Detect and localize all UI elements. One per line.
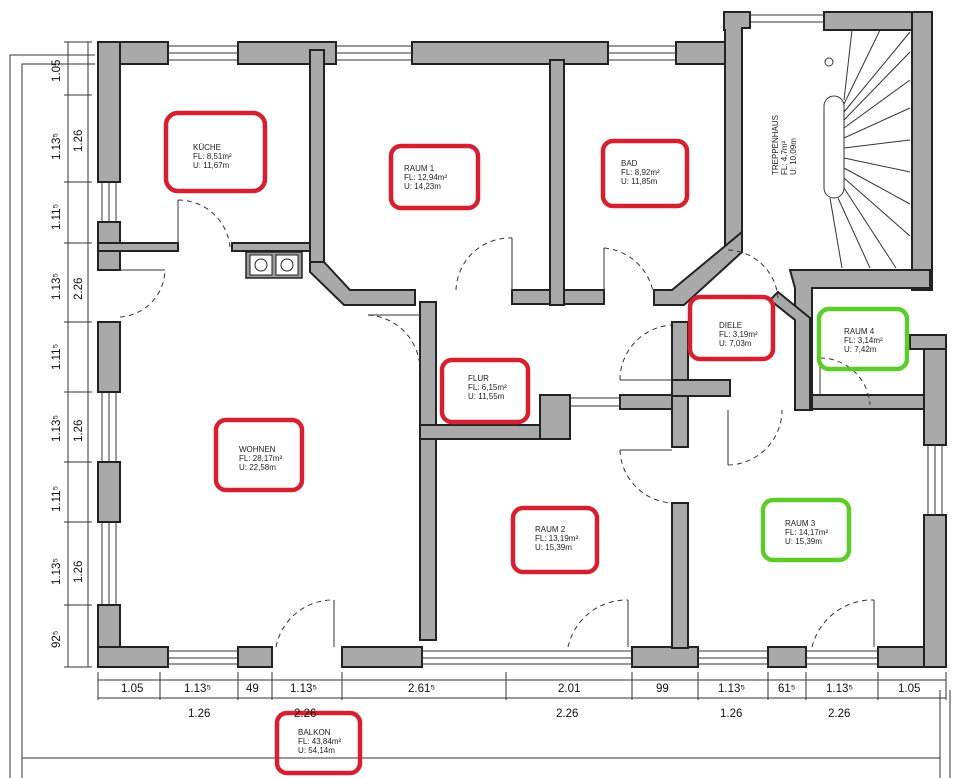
dim-label: 1.05 xyxy=(51,60,63,82)
dim-label: 61⁵ xyxy=(778,683,796,695)
highlight-marker xyxy=(816,306,910,372)
room-perimeter: U: 54,14m xyxy=(298,746,335,755)
room-name: KÜCHE xyxy=(193,143,221,152)
room-perimeter: U: 7,03m xyxy=(719,339,752,348)
dim-label: 2.26 xyxy=(828,708,850,720)
room-perimeter: U: 11,85m xyxy=(621,177,658,186)
highlight-marker xyxy=(274,710,363,776)
highlight-marker xyxy=(163,110,268,194)
dim-label: 1.11⁵ xyxy=(51,343,63,370)
room-raum2: RAUM 2 FL: 13,19m² U: 15,39m xyxy=(510,505,600,575)
room-perimeter: U: 11,55m xyxy=(468,392,505,401)
room-raum3: RAUM 3 FL: 14,17m² U: 15,39m xyxy=(760,497,852,563)
room-name: TREPPENHAUS xyxy=(771,115,780,175)
highlight-marker xyxy=(510,505,600,575)
dim-label: 1.13⁵ xyxy=(51,415,63,442)
room-perimeter: U: 15,39m xyxy=(535,543,572,552)
dim-label: 1.13⁵ xyxy=(826,683,853,695)
room-name: WOHNEN xyxy=(239,445,276,454)
room-area: FL: 6,15m² xyxy=(468,383,507,392)
balcony-outline xyxy=(9,54,951,778)
dim-label: 1.13⁵ xyxy=(184,683,211,695)
dim-label: 2.26 xyxy=(294,708,316,720)
room-bad: BAD FL: 8,92m² U: 11,85m xyxy=(600,138,690,209)
highlight-marker xyxy=(600,138,690,209)
room-area: FL: 8,92m² xyxy=(621,168,660,177)
highlight-marker xyxy=(687,294,776,362)
windows xyxy=(101,14,943,665)
room-area: FL: 43,84m² xyxy=(298,737,341,746)
dim-label: 1.26 xyxy=(73,420,85,442)
room-name: RAUM 4 xyxy=(844,327,875,336)
room-name: FLUR xyxy=(468,374,489,383)
room-area: FL: 14,17m² xyxy=(785,528,828,537)
room-name: DIELE xyxy=(719,321,742,330)
dim-label: 1.13⁵ xyxy=(51,133,63,160)
room-area: FL: 28,17m² xyxy=(239,454,282,463)
dim-label: 1.11⁵ xyxy=(51,203,63,230)
dim-label: 1.05 xyxy=(898,683,920,695)
bottom-dimensions: 1.05 1.13⁵ 49 1.13⁵ 2.61⁵ 2.01 99 1.13⁵ … xyxy=(97,672,947,720)
room-name: BALKON xyxy=(298,728,331,737)
left-dimensions: 1.05 1.13⁵ 1.11⁵ 1.13⁵ 1.11⁵ 1.13⁵ 1.11⁵… xyxy=(51,41,92,668)
room-perimeter: U: 10,09m xyxy=(789,138,798,175)
room-name: RAUM 1 xyxy=(404,164,435,173)
dim-label: 1.13⁵ xyxy=(290,683,317,695)
room-perimeter: U: 7,42m xyxy=(844,345,877,354)
dim-label: 1.26 xyxy=(73,130,85,152)
doors xyxy=(119,199,875,648)
dim-label: 1.26 xyxy=(188,708,210,720)
room-perimeter: U: 15,39m xyxy=(785,537,822,546)
room-area: FL: 3,14m² xyxy=(844,336,883,345)
room-name: RAUM 3 xyxy=(785,519,816,528)
dim-label: 1.26 xyxy=(73,561,85,583)
room-area: FL: 8,51m² xyxy=(193,152,232,161)
dim-label: 2.61⁵ xyxy=(408,683,435,695)
staircase xyxy=(823,29,911,269)
dim-label: 2.26 xyxy=(556,708,578,720)
room-wohnen: WOHNEN FL: 28,17m² U: 22,58m xyxy=(213,417,305,493)
dim-label: 1.13⁵ xyxy=(718,683,745,695)
dim-label: 92⁵ xyxy=(51,630,63,648)
room-area: FL: 4,7m² xyxy=(780,140,789,175)
bottom-ticks-row1 xyxy=(97,672,947,700)
left-ticks xyxy=(64,41,92,668)
room-balkon: BALKON FL: 43,84m² U: 54,14m xyxy=(274,710,363,776)
dim-label: 1.11⁵ xyxy=(51,485,63,512)
room-diele: DIELE FL: 3,19m² U: 7,03m xyxy=(687,294,776,362)
walls xyxy=(97,11,947,668)
room-perimeter: U: 14,23m xyxy=(404,182,441,191)
room-treppenhaus: TREPPENHAUS FL: 4,7m² U: 10,09m xyxy=(771,115,798,175)
room-name: RAUM 2 xyxy=(535,525,566,534)
stove-icon xyxy=(245,251,303,279)
dim-label: 1.13⁵ xyxy=(51,273,63,300)
dim-label: 2.26 xyxy=(73,278,85,300)
dim-label: 1.05 xyxy=(121,683,143,695)
highlight-marker xyxy=(388,143,481,211)
room-area: FL: 12,94m² xyxy=(404,173,447,182)
highlight-marker xyxy=(760,497,852,563)
room-area: FL: 3,19m² xyxy=(719,330,758,339)
highlight-marker xyxy=(213,417,305,493)
room-flur: FLUR FL: 6,15m² U: 11,55m xyxy=(439,357,531,425)
room-raum4: RAUM 4 FL: 3,14m² U: 7,42m xyxy=(816,306,910,372)
room-perimeter: U: 22,58m xyxy=(239,463,276,472)
room-area: FL: 13,19m² xyxy=(535,534,578,543)
dim-label: 1.26 xyxy=(720,708,742,720)
room-name: BAD xyxy=(621,159,638,168)
room-raum1: RAUM 1 FL: 12,94m² U: 14,23m xyxy=(388,143,481,211)
highlight-marker xyxy=(439,357,531,425)
room-kueche: KÜCHE FL: 8,51m² U: 11,67m xyxy=(163,110,268,194)
dim-label: 2.01 xyxy=(558,683,580,695)
dim-label: 1.13⁵ xyxy=(51,558,63,585)
dim-label: 99 xyxy=(656,683,669,695)
dim-label: 49 xyxy=(246,683,259,695)
room-perimeter: U: 11,67m xyxy=(193,161,230,170)
